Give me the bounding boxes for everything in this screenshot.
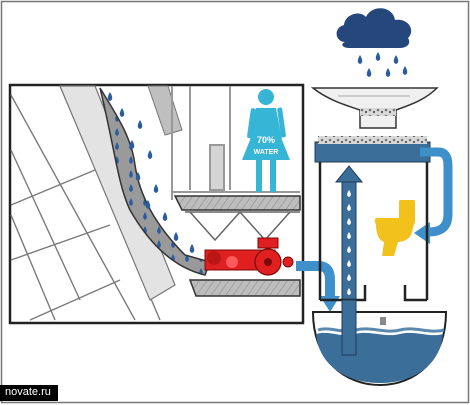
woman-icon	[242, 89, 290, 192]
floor-slab-lower	[188, 279, 301, 297]
floor-slab-upper	[173, 195, 301, 211]
building-outline	[318, 162, 429, 302]
arrow-icon	[334, 165, 364, 183]
rain-cloud-icon	[336, 8, 412, 77]
window-frame	[171, 86, 300, 200]
toilet-icon	[375, 200, 415, 256]
truss	[185, 210, 300, 242]
pump-icon	[204, 237, 294, 276]
riser-pipe-lower	[341, 299, 357, 356]
water-percentage-label: 70%	[257, 135, 275, 145]
facade-beam-dark	[147, 85, 183, 136]
filter-tray	[314, 136, 431, 163]
water-label: WATER	[254, 149, 279, 156]
facade-panel: 70% WATER	[8, 83, 305, 325]
watermark: novate.ru	[0, 385, 58, 401]
pump-outflow-pipe	[296, 261, 335, 300]
funnel-collector	[310, 87, 439, 129]
rain-drops-channel	[107, 92, 195, 253]
facade-beam	[59, 85, 176, 301]
gutter-channel	[99, 87, 211, 276]
toilet-supply-pipe	[420, 147, 453, 237]
